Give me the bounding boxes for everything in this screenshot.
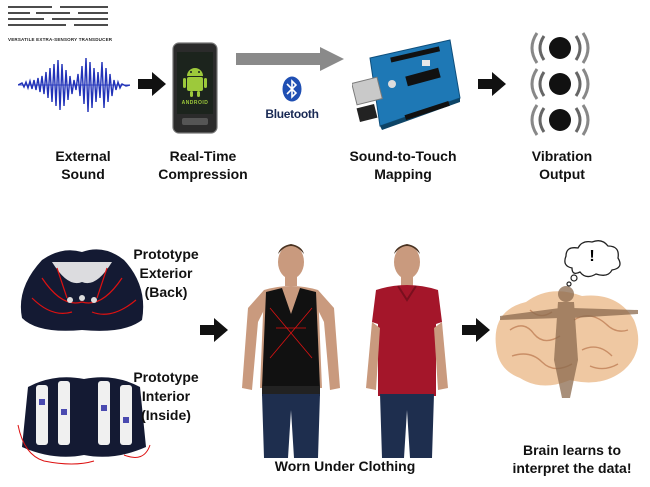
- arduino-board-icon: [352, 39, 461, 130]
- brain-illustration-image: [495, 286, 639, 398]
- logo-stripes-icon: [8, 6, 108, 26]
- arrow-right-icon: [200, 318, 228, 342]
- person-wearing-vest-image: [242, 244, 340, 458]
- thought-bubble: !: [560, 238, 624, 288]
- mapping-label: Sound-to-Touch Mapping: [349, 148, 457, 182]
- prototype-exterior-label: Prototype Exterior (Back): [133, 246, 199, 300]
- arrow-right-icon: [138, 72, 166, 96]
- worn-under-clothing-label: Worn Under Clothing: [274, 458, 416, 474]
- logo-tagline: VERSATILE EXTRA-SENSORY TRANSDUCER: [8, 37, 113, 42]
- transmission-arrow-icon: [236, 47, 344, 71]
- bluetooth-icon: [282, 76, 302, 102]
- android-phone: ANDROID: [172, 42, 218, 134]
- arrow-right-icon: [478, 72, 506, 96]
- sound-waveform-icon: [18, 57, 130, 113]
- vest-interior-image: [17, 377, 151, 465]
- bluetooth-label: Bluetooth: [265, 107, 319, 121]
- phone-icon: [172, 42, 218, 134]
- vest-exterior-image: [20, 249, 144, 331]
- phone-brand-text: ANDROID: [181, 100, 209, 106]
- thought-exclamation: !: [589, 248, 595, 265]
- external-sound-label: External Sound: [55, 148, 111, 182]
- bluetooth-logo: Bluetooth: [262, 76, 322, 121]
- brain-learns-label: Brain learns to interpret the data!: [512, 442, 632, 476]
- vibration-motors-icon: [530, 32, 590, 137]
- compression-label: Real-Time Compression: [158, 148, 248, 182]
- thought-bubble-icon: [564, 240, 621, 287]
- person-wearing-shirt-image: [366, 244, 448, 458]
- logo: VERSATILE EXTRA-SENSORY TRANSDUCER: [8, 4, 118, 42]
- arrow-right-icon: [462, 318, 490, 342]
- vibration-label: Vibration Output: [531, 148, 593, 182]
- prototype-interior-label: Prototype Interior (Inside): [133, 369, 199, 423]
